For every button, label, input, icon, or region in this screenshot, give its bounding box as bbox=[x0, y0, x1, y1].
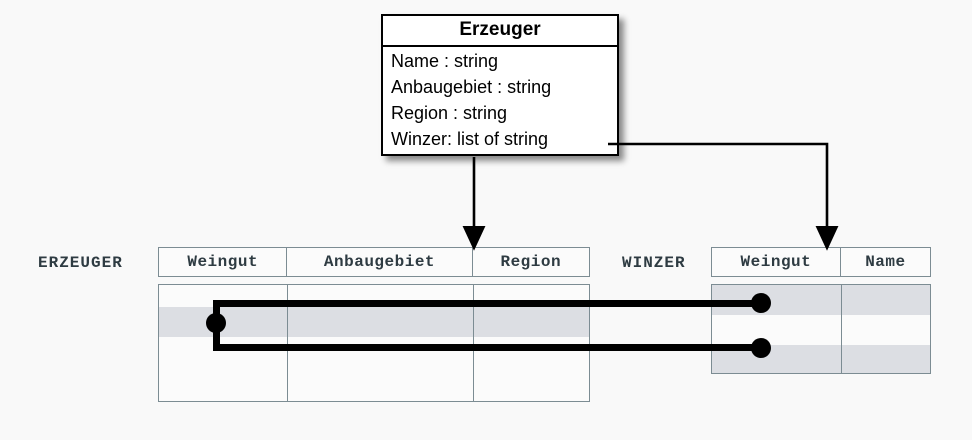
table-cell bbox=[842, 285, 930, 315]
link-line-erzeuger-to-winzer-row1 bbox=[213, 300, 764, 307]
table-row[interactable] bbox=[159, 285, 589, 307]
uml-attribute-winzer: Winzer: list of string bbox=[391, 129, 549, 149]
column-header-region: Region bbox=[500, 253, 562, 271]
table-row[interactable] bbox=[712, 315, 930, 345]
uml-attribute-name: Name : string bbox=[391, 51, 499, 71]
column-header-weingut: Weingut bbox=[159, 248, 288, 276]
table-cell bbox=[159, 307, 288, 337]
table-body-winzer bbox=[711, 284, 931, 374]
table-cell bbox=[712, 345, 842, 373]
link-dot-winzer-row1[interactable] bbox=[751, 293, 771, 313]
link-dot-winzer-row3[interactable] bbox=[751, 338, 771, 358]
table-label-winzer: WINZER bbox=[622, 254, 686, 272]
table-cell bbox=[712, 315, 842, 345]
table-row[interactable] bbox=[159, 369, 589, 401]
table-cell bbox=[474, 369, 589, 401]
table-label-erzeuger: ERZEUGER bbox=[38, 254, 123, 272]
link-dot-erzeuger-weingut[interactable] bbox=[206, 313, 226, 333]
column-header-name: Name bbox=[865, 253, 906, 271]
uml-attribute-list: Name : string Anbaugebiet : string Regio… bbox=[383, 47, 617, 154]
table-cell bbox=[842, 315, 930, 345]
table-cell bbox=[288, 307, 474, 337]
table-cell bbox=[842, 345, 930, 373]
table-cell bbox=[288, 285, 474, 307]
uml-attribute-region: Region : string bbox=[391, 103, 508, 123]
table-cell bbox=[288, 369, 474, 401]
table-header-winzer: Weingut Name bbox=[711, 247, 931, 277]
column-header-anbaugebiet: Anbaugebiet bbox=[287, 248, 473, 276]
table-cell bbox=[159, 337, 288, 369]
uml-attribute-anbaugebiet: Anbaugebiet : string bbox=[391, 77, 552, 97]
table-cell bbox=[159, 369, 288, 401]
table-cell bbox=[474, 307, 589, 337]
column-header-weingut: Weingut bbox=[712, 248, 841, 276]
table-cell bbox=[159, 285, 288, 307]
arrow-winzer-attribute-to-winzer-table bbox=[608, 142, 839, 251]
uml-class-name: Erzeuger bbox=[383, 16, 617, 47]
link-line-erzeuger-to-winzer-row3 bbox=[213, 344, 764, 351]
table-row[interactable] bbox=[159, 337, 589, 369]
table-row[interactable] bbox=[159, 307, 589, 337]
table-cell bbox=[712, 285, 842, 315]
table-header-erzeuger: Weingut Anbaugebiet Region bbox=[158, 247, 590, 277]
table-cell bbox=[288, 337, 474, 369]
uml-class-box-erzeuger: Erzeuger Name : string Anbaugebiet : str… bbox=[381, 14, 619, 156]
table-cell bbox=[474, 337, 589, 369]
